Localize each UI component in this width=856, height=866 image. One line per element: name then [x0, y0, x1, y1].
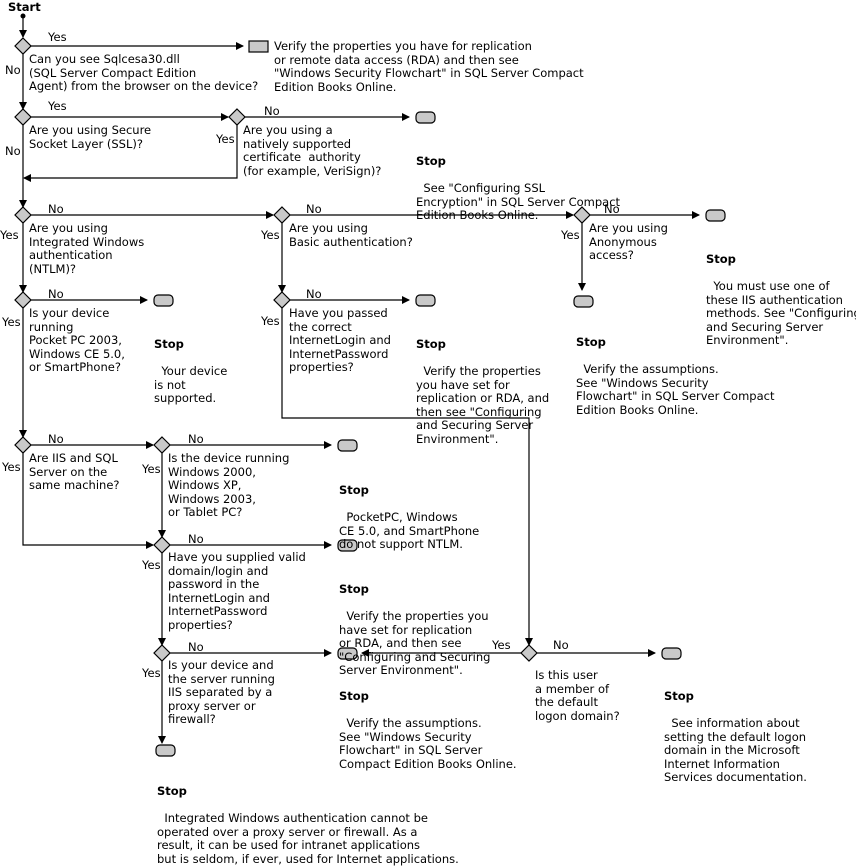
question-q5: Are you using Basic authentication?: [289, 221, 413, 249]
edge-label-yes: Yes: [261, 228, 280, 242]
edge-label-yes: Yes: [142, 462, 161, 476]
question-q6: Are you using Anonymous access?: [589, 221, 668, 262]
decision-diamond-q12: [153, 644, 171, 662]
question-q1: Can you see Sqlcesa30.dll (SQL Server Co…: [29, 52, 259, 93]
stop-description: You must use one of these IIS authentica…: [706, 279, 856, 347]
stop-terminal-s8: [415, 294, 436, 307]
stop-description: Verify the assumptions. See "Windows Sec…: [576, 362, 775, 417]
edge-label-yes: Yes: [492, 638, 511, 652]
question-q13: Is this user a member of the default log…: [535, 668, 620, 723]
edge-label-no: No: [188, 432, 204, 446]
edge-label-yes: Yes: [142, 666, 161, 680]
stop-description: Verify the assumptions. See "Windows Sec…: [339, 716, 517, 771]
edge-label-yes: Yes: [0, 228, 19, 242]
stop-title: Stop: [416, 337, 446, 351]
action-box-r1: [248, 40, 269, 53]
stop-terminal-s10: [337, 439, 358, 452]
question-q4: Are you using Integrated Windows authent…: [29, 221, 145, 276]
edge-label-yes: Yes: [48, 30, 67, 44]
decision-diamond-q2: [14, 108, 32, 126]
stop-text-s11: Stop Verify the properties you have set …: [339, 556, 490, 678]
stop-terminal-s11: [337, 539, 358, 552]
decision-diamond-q1: [14, 37, 32, 55]
edge-label-no: No: [306, 202, 322, 216]
edge-label-no: No: [306, 287, 322, 301]
edge-label-no: No: [48, 287, 64, 301]
edge-label-no: No: [188, 640, 204, 654]
edge-label-no: No: [48, 202, 64, 216]
stop-description: See information about setting the defaul…: [664, 716, 807, 784]
edge-label-yes: Yes: [48, 99, 67, 113]
stop-title: Stop: [157, 784, 187, 798]
decision-diamond-q3: [228, 108, 246, 126]
question-q7: Is your device running Pocket PC 2003, W…: [29, 306, 125, 374]
stop-text-s14: Stop Integrated Windows authentication c…: [157, 758, 459, 866]
edge-label-yes: Yes: [216, 132, 235, 146]
question-q11: Have you supplied valid domain/login and…: [168, 550, 306, 632]
decision-diamonds: [14, 37, 591, 662]
stop-text-s7: Stop Your device is not supported.: [154, 311, 227, 406]
connectors: [19, 13, 700, 744]
question-q2: Are you using Secure Socket Layer (SSL)?: [29, 123, 152, 151]
stop-title: Stop: [664, 689, 694, 703]
question-q8: Have you passed the correct InternetLogi…: [289, 306, 391, 374]
stop-text-s8: Stop Verify the properties you have set …: [416, 311, 549, 446]
question-q10: Is the device running Windows 2000, Wind…: [168, 451, 290, 519]
edge-label-no: No: [48, 432, 64, 446]
stop-text-s13: Stop See information about setting the d…: [664, 663, 807, 785]
question-q3: Are you using a natively supported certi…: [243, 123, 382, 178]
stop-terminal-s7: [153, 294, 174, 307]
stop-description: PocketPC, Windows CE 5.0, and SmartPhone…: [339, 510, 480, 551]
decision-diamond-q4: [14, 206, 32, 224]
edge-label-yes: Yes: [2, 315, 21, 329]
edge-label-no: No: [553, 638, 569, 652]
stop-description: Your device is not supported.: [154, 364, 228, 405]
stop-terminal-s6y: [573, 295, 594, 308]
edge-label-yes: Yes: [2, 460, 21, 474]
question-q9: Are IIS and SQL Server on the same machi…: [29, 451, 120, 492]
decision-diamond-q11: [153, 536, 171, 554]
decision-diamond-q13: [520, 644, 538, 662]
stop-title: Stop: [416, 154, 446, 168]
flowchart-canvas: [14, 13, 726, 757]
stop-text-s10: Stop PocketPC, Windows CE 5.0, and Smart…: [339, 457, 479, 552]
decision-diamond-q7: [14, 291, 32, 309]
decision-diamond-q8: [273, 291, 291, 309]
edge-label-yes: Yes: [561, 228, 580, 242]
edge-label-yes: Yes: [261, 314, 280, 328]
edge-label-no: No: [604, 202, 620, 216]
edge-label-no: No: [5, 63, 21, 77]
stop-terminal-s13: [661, 647, 682, 660]
stop-text-s12: Stop Verify the assumptions. See "Window…: [339, 663, 517, 771]
edge-label-no: No: [264, 104, 280, 118]
decision-diamond-q5: [273, 206, 291, 224]
stop-description: See "Configuring SSL Encryption" in SQL …: [416, 181, 621, 222]
stop-text-s6: Stop You must use one of these IIS authe…: [706, 226, 856, 348]
stop-text-s6y: Stop Verify the assumptions. See "Window…: [576, 309, 774, 417]
stop-description: Verify the properties you have set for r…: [339, 609, 491, 677]
stop-title: Stop: [154, 337, 184, 351]
decision-diamond-q9: [14, 436, 32, 454]
stop-description: Integrated Windows authentication cannot…: [157, 811, 459, 866]
stop-terminal-s6: [705, 209, 726, 222]
stop-terminal-s12: [337, 647, 358, 660]
edge-label-no: No: [188, 532, 204, 546]
result-r1: Verify the properties you have for repli…: [274, 39, 584, 94]
stop-title: Stop: [706, 252, 736, 266]
stop-text-s3: Stop See "Configuring SSL Encryption" in…: [416, 128, 620, 223]
terminal-shapes: [153, 40, 726, 757]
question-q12: Is your device and the server running II…: [168, 658, 275, 726]
stop-description: Verify the properties you have set for r…: [416, 364, 550, 446]
edge-label-no: No: [5, 144, 21, 158]
stop-terminal-s14: [155, 744, 176, 757]
start-label: Start: [8, 0, 41, 14]
stop-terminal-s3: [415, 111, 436, 124]
edge-label-yes: Yes: [142, 558, 161, 572]
stop-title: Stop: [339, 689, 369, 703]
decision-diamond-q6: [573, 206, 591, 224]
stop-title: Stop: [339, 483, 369, 497]
stop-title: Stop: [339, 582, 369, 596]
decision-diamond-q10: [153, 436, 171, 454]
stop-title: Stop: [576, 335, 606, 349]
